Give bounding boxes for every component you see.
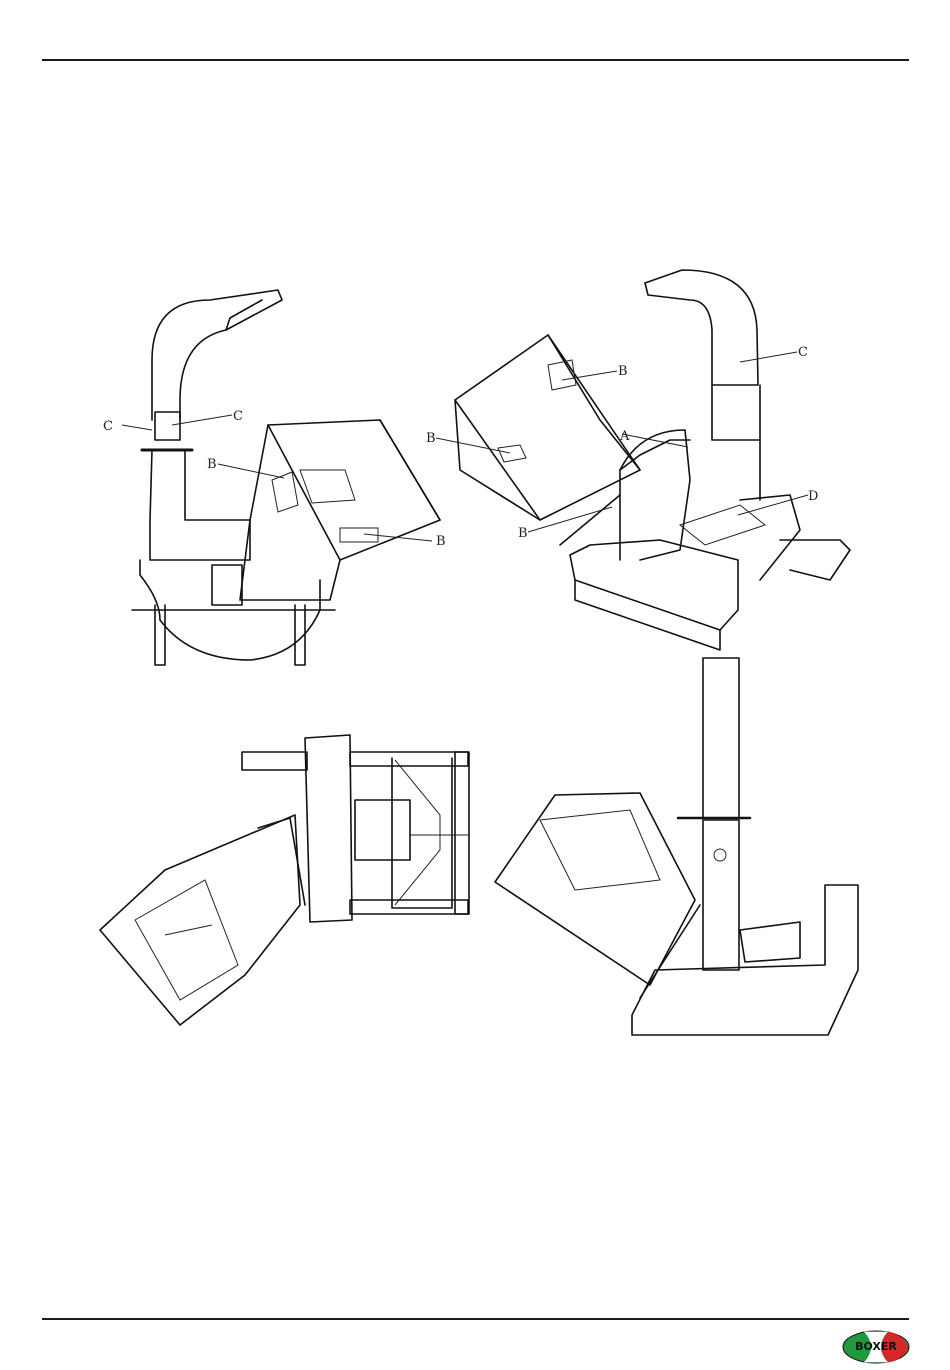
- label-b-front-upper: B: [207, 457, 217, 472]
- label-c-front-right: C: [233, 409, 243, 424]
- label-d-perspective: D: [808, 489, 818, 504]
- label-b-perspective-left: B: [426, 431, 436, 446]
- label-b-perspective-upper: B: [618, 364, 628, 379]
- label-a-perspective: A: [619, 429, 630, 444]
- front-view-drawing: [132, 290, 440, 665]
- label-c-front-left: C: [103, 419, 113, 434]
- boxer-logo: BOXER: [842, 1330, 910, 1364]
- top-view-drawing: [100, 735, 470, 1025]
- footer-rule: [42, 1318, 909, 1320]
- label-b-perspective-lower: B: [518, 526, 528, 541]
- logo-text: BOXER: [855, 1340, 897, 1353]
- side-view-drawing: [495, 658, 858, 1035]
- perspective-view-drawing: [455, 270, 850, 650]
- label-c-perspective: C: [798, 345, 808, 360]
- label-b-front-lower: B: [436, 534, 446, 549]
